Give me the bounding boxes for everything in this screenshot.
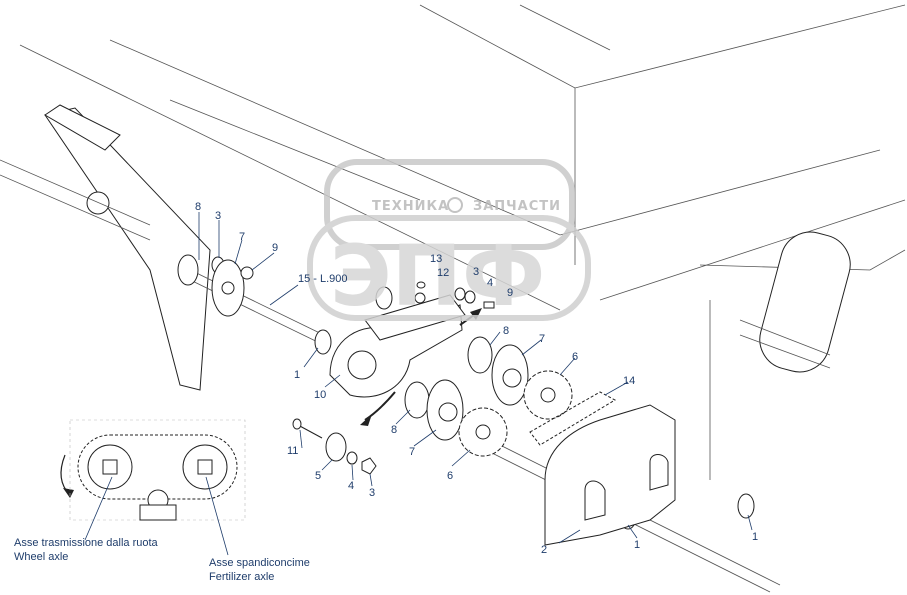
callout-11: 11 [287,445,298,457]
callout-3: 3 [215,210,221,222]
callout-7: 7 [539,333,545,345]
fertilizer-axle-caption-en: Fertilizer axle [209,571,274,583]
callout-7: 7 [239,231,245,243]
callout-6: 6 [447,470,453,482]
callouts: 8 3 7 9 15 - L.900 13 12 3 4 9 8 7 6 14 … [195,201,758,556]
callout-8: 8 [391,424,397,436]
callout-15: 15 - L.900 [298,273,348,285]
callout-8: 8 [195,201,201,213]
callout-12: 12 [437,267,449,279]
inset-detail [69,419,246,521]
watermark: ТЕХНИКА ЗАПЧАСТИ ЭПФ [307,159,591,325]
callout-1: 1 [752,531,758,543]
callout-3: 3 [369,487,375,499]
leader-lines [84,212,753,556]
callout-5: 5 [315,470,321,482]
watermark-left-word: ТЕХНИКА [372,199,449,214]
callout-9: 9 [272,242,278,254]
watermark-big-letters: ЭПФ [330,227,545,325]
callout-4: 4 [348,480,354,492]
callout-10: 10 [314,389,326,401]
chain-guard [544,404,676,546]
inset-captions: Asse trasmissione dalla ruota Wheel axle… [14,537,310,583]
callout-7: 7 [409,446,415,458]
sprockets [458,370,573,457]
callout-4: 4 [487,277,493,289]
wheel-axle-caption-en: Wheel axle [14,551,68,563]
machine-frame [0,4,906,480]
callout-8: 8 [503,325,509,337]
watermark-right-word: ЗАПЧАСТИ [473,199,561,214]
gear-icon [447,197,463,213]
pin-bushing-set [292,418,377,475]
wheel-axle-caption-it: Asse trasmissione dalla ruota [14,537,159,549]
left-bearing-assembly [177,254,254,317]
fertilizer-axle-caption-it: Asse spandiconcime [209,557,310,569]
callout-1: 1 [634,539,640,551]
callout-14: 14 [623,375,635,387]
callout-3: 3 [473,266,479,278]
callout-1: 1 [294,369,300,381]
lower-bearings [404,336,529,441]
chain [529,391,617,446]
plate-hardware [416,281,495,309]
callout-9: 9 [507,287,513,299]
callout-6: 6 [572,351,578,363]
callout-2: 2 [541,544,547,556]
callout-13: 13 [430,253,442,265]
